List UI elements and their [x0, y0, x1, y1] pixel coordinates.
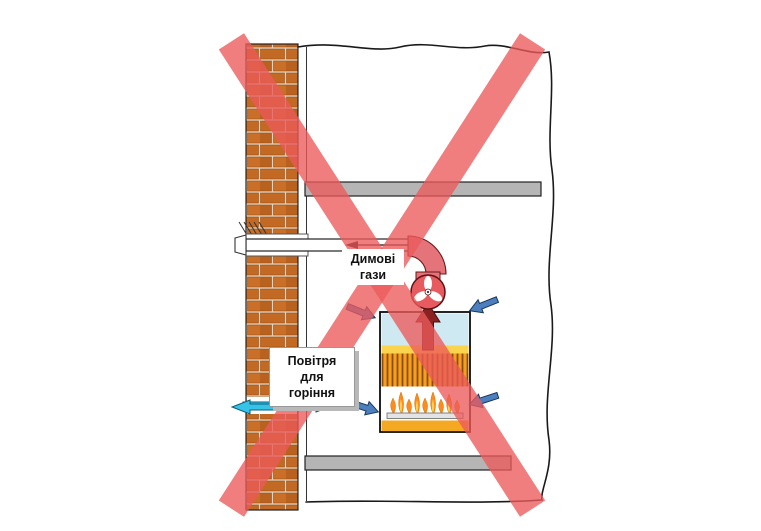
wall-anchor-hatching — [238, 221, 268, 236]
flue-terminal — [234, 234, 247, 256]
floor-slab — [304, 455, 512, 471]
combustion-air-label: Повітря для горіння — [269, 347, 355, 407]
wall-plaster-strip — [298, 44, 307, 509]
fan-icon — [410, 274, 446, 310]
combustion-air-label-line2: для горіння — [288, 370, 336, 400]
burner-bar — [386, 412, 464, 419]
flue-gases-label-line2: гази — [359, 268, 387, 282]
combustion-air-label-line1: Повітря — [287, 354, 337, 368]
flue-gases-label-line1: Димові — [350, 252, 396, 266]
boiler-base-band — [381, 420, 469, 432]
flue-gases-label: Димові гази — [342, 249, 404, 285]
